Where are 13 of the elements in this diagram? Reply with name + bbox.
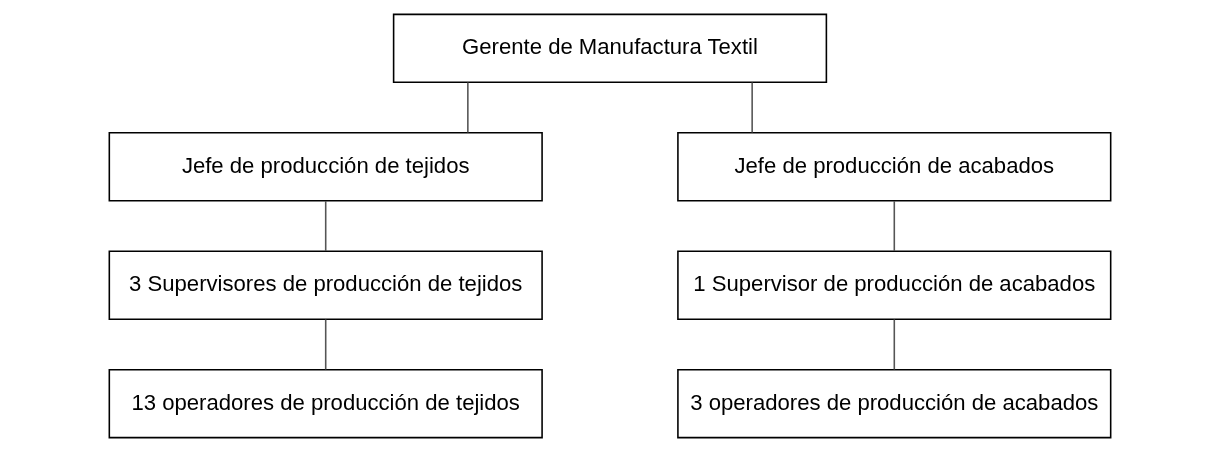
node-box: Jefe de producción de acabados xyxy=(677,132,1112,202)
node-box: 3 operadores de producción de acabados xyxy=(677,368,1112,439)
node-box: Jefe de producción de tejidos xyxy=(108,132,543,202)
node-box: 3 Supervisores de producción de tejidos xyxy=(108,250,543,320)
node-box: 13 operadores de producción de tejidos xyxy=(108,368,543,439)
connector xyxy=(324,200,327,252)
connector xyxy=(751,81,753,134)
connector xyxy=(893,318,896,371)
connector xyxy=(467,81,469,134)
connector xyxy=(893,200,896,252)
connector xyxy=(324,318,327,371)
node-box: 1 Supervisor de producción de acabados xyxy=(677,250,1112,320)
node-box: Gerente de Manufactura Textil xyxy=(392,13,828,84)
